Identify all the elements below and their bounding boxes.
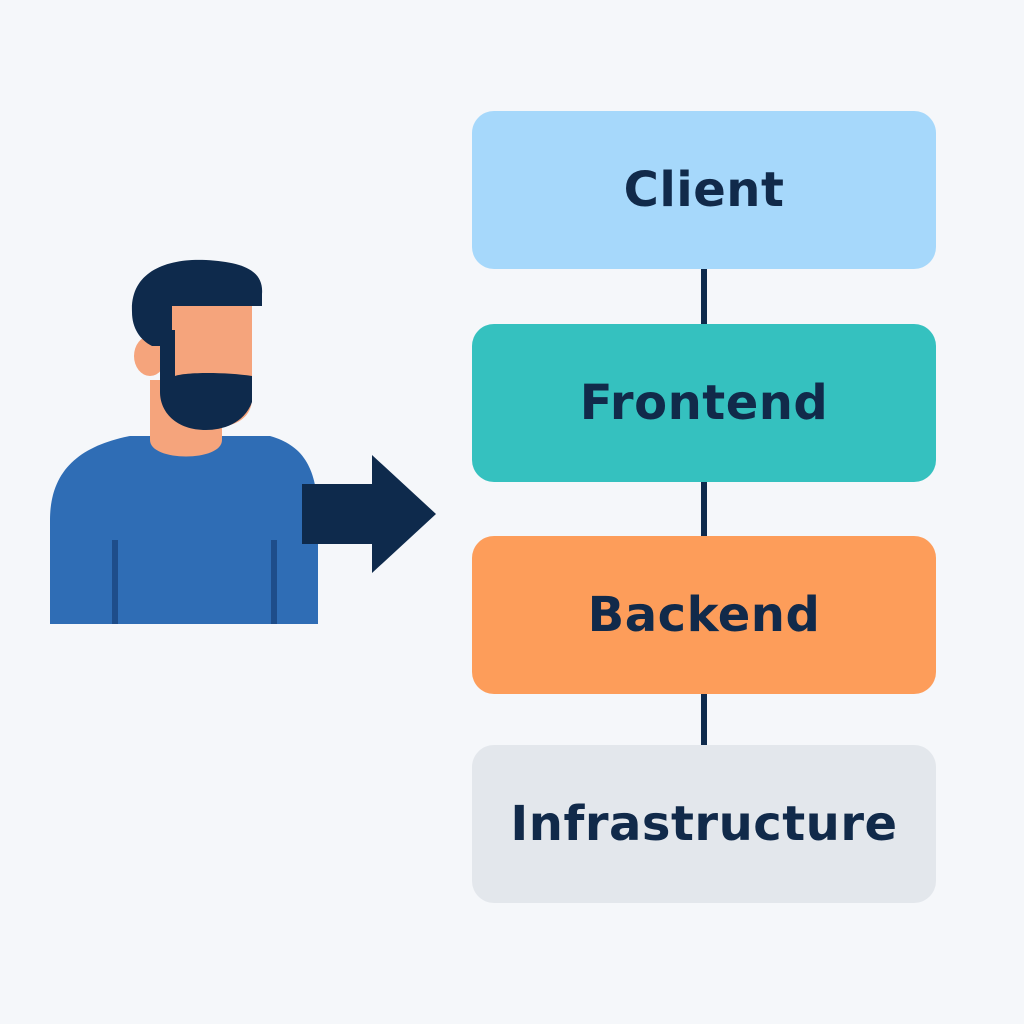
stack-layer-backend: Backend <box>472 536 936 694</box>
arrow-right-icon <box>302 455 436 573</box>
shirt-seam-right <box>271 540 277 624</box>
stack-layer-infrastructure: Infrastructure <box>472 745 936 903</box>
person-beard <box>160 330 252 430</box>
stack-layer-label: Backend <box>587 587 821 643</box>
stack-layer-label: Client <box>623 162 785 218</box>
stack-layer-client: Client <box>472 111 936 269</box>
shirt-seam-left <box>112 540 118 624</box>
stack-layer-label: Frontend <box>579 375 829 431</box>
stack-layer-frontend: Frontend <box>472 324 936 482</box>
connector-client-frontend <box>701 269 707 324</box>
person-shirt <box>50 436 318 624</box>
stack-layer-label: Infrastructure <box>510 796 898 852</box>
person-hair <box>131 259 263 346</box>
connector-backend-infrastructure <box>701 694 707 745</box>
connector-frontend-backend <box>701 482 707 536</box>
